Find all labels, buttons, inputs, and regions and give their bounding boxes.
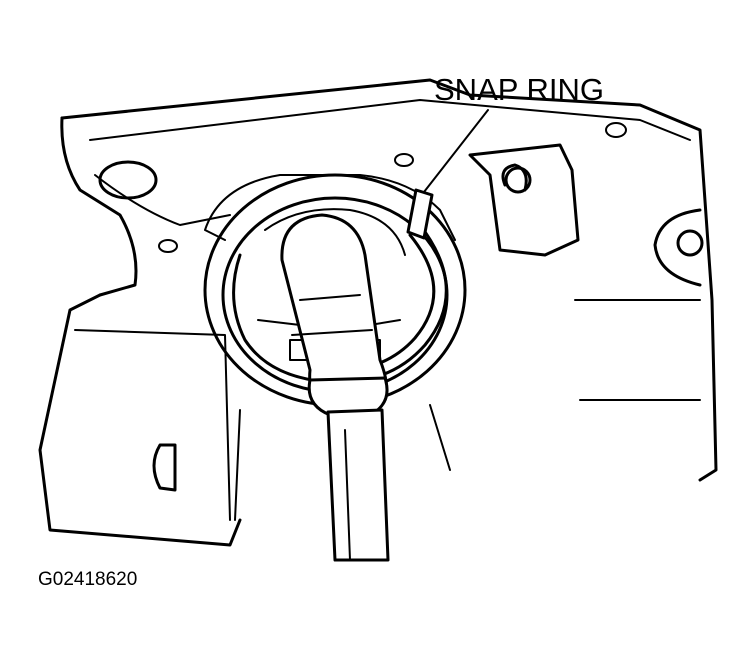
boss-hole [676, 229, 704, 257]
bolt-hole-left [98, 160, 158, 200]
housing-upper [60, 78, 718, 482]
housing-holes [98, 122, 627, 253]
tool [280, 213, 390, 562]
snap-ring-tab [406, 188, 434, 240]
small-hole [605, 122, 627, 138]
tool-handle [326, 408, 390, 562]
tab-hole [504, 166, 532, 194]
snap-ring-leader-line [423, 109, 489, 193]
snap-ring-label: SNAP RING [434, 72, 604, 107]
housing-right-features [468, 143, 704, 401]
housing-left-bracket [38, 293, 242, 547]
small-hole [158, 239, 178, 253]
figure-id: G02418620 [38, 569, 137, 590]
small-hole [394, 153, 414, 167]
